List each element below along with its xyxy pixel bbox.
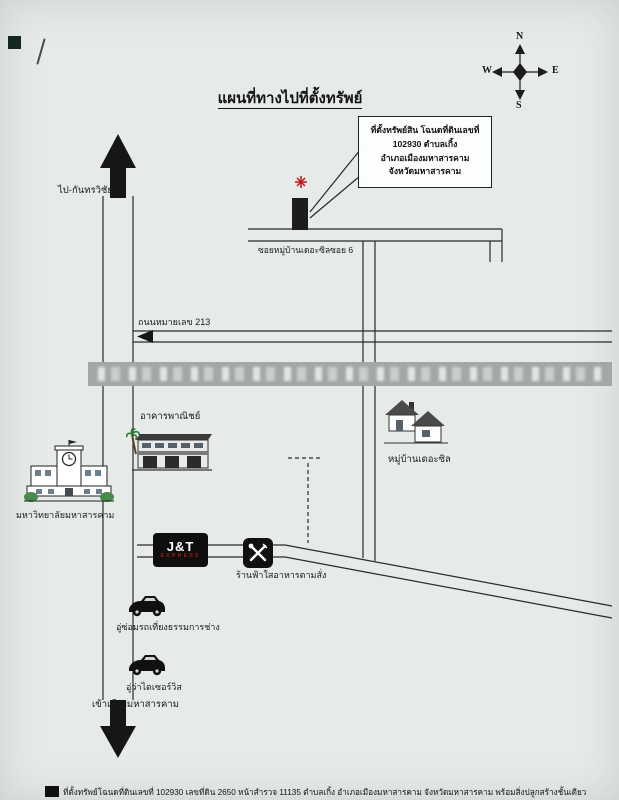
compass-s-label: S [516,100,522,111]
dashed-access-path [288,457,322,543]
restaurant-icon [242,537,274,574]
jt-express-sub-text: EXPRESS [160,553,201,560]
label-restaurant: ร้านฟ้าใสอาหารตามสั่ง [236,570,327,580]
footer-marker-square [45,786,59,797]
info-line-3: อำเภอเมืองมหาสารคาม [380,152,470,163]
scan-corner-chip [8,36,21,49]
university-icon [24,438,114,513]
info-line-1: ที่ตั้งทรัพย์สิน โฉนดที่ดินเลขที่ [370,125,480,135]
label-commercial-building: อาคารพาณิชย์ [140,411,201,422]
commercial-building-icon [125,426,214,483]
property-building-marker [292,198,308,230]
road-arrows [100,134,153,758]
compass-w-label: W [482,65,492,76]
label-garage-1: อู่ซ่อมรถเที่ยงธรรมการช่าง [116,622,220,632]
scan-artifact-band [88,362,612,386]
garage-2-car-icon [127,651,167,684]
red-star-icon [295,176,307,188]
road-lines [102,149,613,700]
compass-rose-icon [492,44,548,100]
label-university: มหาวิทยาลัยมหาสารคาม [16,510,115,520]
compass-e-label: E [552,65,559,76]
jt-express-logo: J&T EXPRESS [153,533,208,567]
label-garage-2: อู่ว่าไดเซอร์วิส [126,682,182,692]
label-soi: ซอยหมู่บ้านเดอะซิลซอย 6 [258,245,354,255]
label-into-city: เข้าเมืองมหาสารคาม [92,699,179,710]
footer-property-description: ที่ตั้งทรัพย์โฉนดที่ดินเลขที่ 102930 เลข… [63,788,587,797]
info-line-2: 102930 ตำบลเกิ้ง [392,138,458,149]
label-road-213: ถนนหมายเลข 213 [138,317,211,327]
garage-1-car-icon [127,592,167,625]
info-line-4: จังหวัดมหาสารคาม [388,166,462,177]
village-houses-icon [384,396,448,457]
property-info-box: ที่ตั้งทรัพย์สิน โฉนดที่ดินเลขที่ 102930… [358,116,492,188]
jt-express-main-text: J&T [166,539,195,555]
compass-n-label: N [516,31,524,42]
page-title: แผนที่ทางไปที่ตั้งทรัพย์ [217,90,363,109]
label-village: หมู่บ้านเดอะซิล [388,454,451,465]
label-to-kantharawichai: ไป-กันทรวิชัย [58,185,113,196]
